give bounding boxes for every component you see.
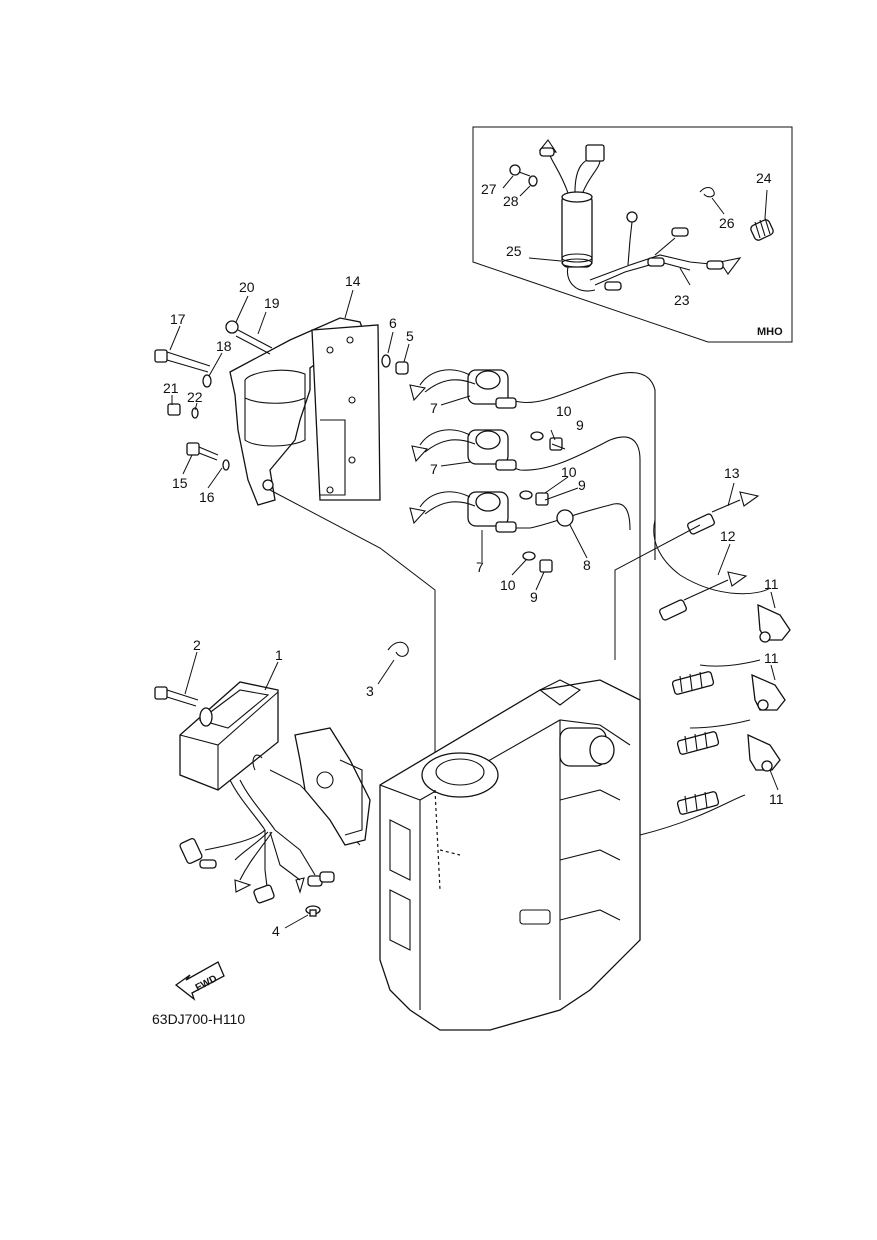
bolt-9-b xyxy=(535,492,549,506)
callout-15: 15 xyxy=(172,475,188,491)
plug-cap-11-a xyxy=(757,603,791,643)
cdi-unit-1 xyxy=(179,681,335,904)
callout-11-b: 11 xyxy=(764,650,779,666)
callout-25: 25 xyxy=(506,243,522,259)
pulser-bracket xyxy=(294,727,371,846)
callout-11-c: 11 xyxy=(769,791,784,807)
callout-21: 21 xyxy=(163,380,179,396)
callout-27: 27 xyxy=(481,181,497,197)
callout-9-b: 9 xyxy=(578,477,586,493)
spark-plug-bottom xyxy=(676,791,720,815)
callout-7-c: 7 xyxy=(476,559,484,575)
callout-10-c: 10 xyxy=(500,577,516,593)
callout-28: 28 xyxy=(503,193,519,209)
callout-4: 4 xyxy=(272,923,280,939)
callout-13: 13 xyxy=(724,465,740,481)
clip-26 xyxy=(699,186,715,198)
fwd-arrow: FWD xyxy=(174,961,225,1001)
washer-18 xyxy=(202,374,212,388)
callout-14: 14 xyxy=(345,273,361,289)
stud-19 xyxy=(235,329,273,355)
callout-5: 5 xyxy=(406,328,414,344)
nut-21 xyxy=(167,403,181,416)
callouts: 1 2 3 4 5 6 7 7 7 8 9 9 9 10 10 10 11 11… xyxy=(163,170,784,939)
spark-plug-middle xyxy=(676,731,720,755)
ignition-coil-7-top xyxy=(409,369,656,560)
callout-10-a: 10 xyxy=(556,403,572,419)
callout-17: 17 xyxy=(170,311,186,327)
callout-19: 19 xyxy=(264,295,280,311)
callout-16: 16 xyxy=(199,489,215,505)
bolt-9-a xyxy=(549,437,566,451)
bolt-2 xyxy=(154,686,213,727)
screw-4 xyxy=(305,905,321,917)
callout-20: 20 xyxy=(239,279,255,295)
bolt-17 xyxy=(154,349,211,373)
inset-tag: MHO xyxy=(757,326,783,338)
callout-18: 18 xyxy=(216,338,232,354)
bolt-9-c xyxy=(539,559,553,573)
washer-10-b xyxy=(519,490,533,500)
callout-9-a: 9 xyxy=(576,417,584,433)
callout-1: 1 xyxy=(275,647,283,663)
leader-lines xyxy=(169,289,779,929)
washer-10-a xyxy=(530,431,544,441)
bolt-5 xyxy=(395,361,409,375)
coil-bracket-14 xyxy=(229,317,381,506)
bolt-27 xyxy=(509,164,531,177)
callout-11-a: 11 xyxy=(764,576,779,592)
clamp-3 xyxy=(387,641,409,657)
washer-16 xyxy=(222,459,230,471)
callout-2: 2 xyxy=(193,637,201,653)
callout-26: 26 xyxy=(719,215,735,231)
ignition-coil-7-middle xyxy=(411,429,641,700)
callout-7-b: 7 xyxy=(430,461,438,477)
callout-22: 22 xyxy=(187,389,203,405)
bolt-15 xyxy=(186,442,219,461)
engine-block xyxy=(379,679,641,1031)
callout-3: 3 xyxy=(366,683,374,699)
plug-lead-13 xyxy=(687,491,760,535)
callout-7-a: 7 xyxy=(430,400,438,416)
callout-6: 6 xyxy=(389,315,397,331)
callout-23: 23 xyxy=(674,292,690,308)
inset-mho: MHO xyxy=(472,126,793,343)
callout-9-c: 9 xyxy=(530,589,538,605)
washer-22 xyxy=(191,407,199,419)
spark-plug-top xyxy=(671,671,715,695)
nut-20 xyxy=(225,320,239,334)
washer-10-c xyxy=(522,551,536,561)
ignition-coil-inset xyxy=(538,139,742,292)
plug-lead-12 xyxy=(659,571,748,621)
callout-10-b: 10 xyxy=(561,464,577,480)
diagram-code: 63DJ700-H110 xyxy=(152,1011,245,1027)
callout-8: 8 xyxy=(583,557,591,573)
plug-cap-11-c xyxy=(747,733,781,772)
callout-12: 12 xyxy=(720,528,736,544)
washer-6 xyxy=(381,354,391,368)
plug-cap-11-b xyxy=(751,673,786,711)
spring-24 xyxy=(750,217,774,241)
callout-24: 24 xyxy=(756,170,772,186)
ignition-coil-7-bottom xyxy=(409,491,631,533)
washer-28 xyxy=(528,175,538,187)
